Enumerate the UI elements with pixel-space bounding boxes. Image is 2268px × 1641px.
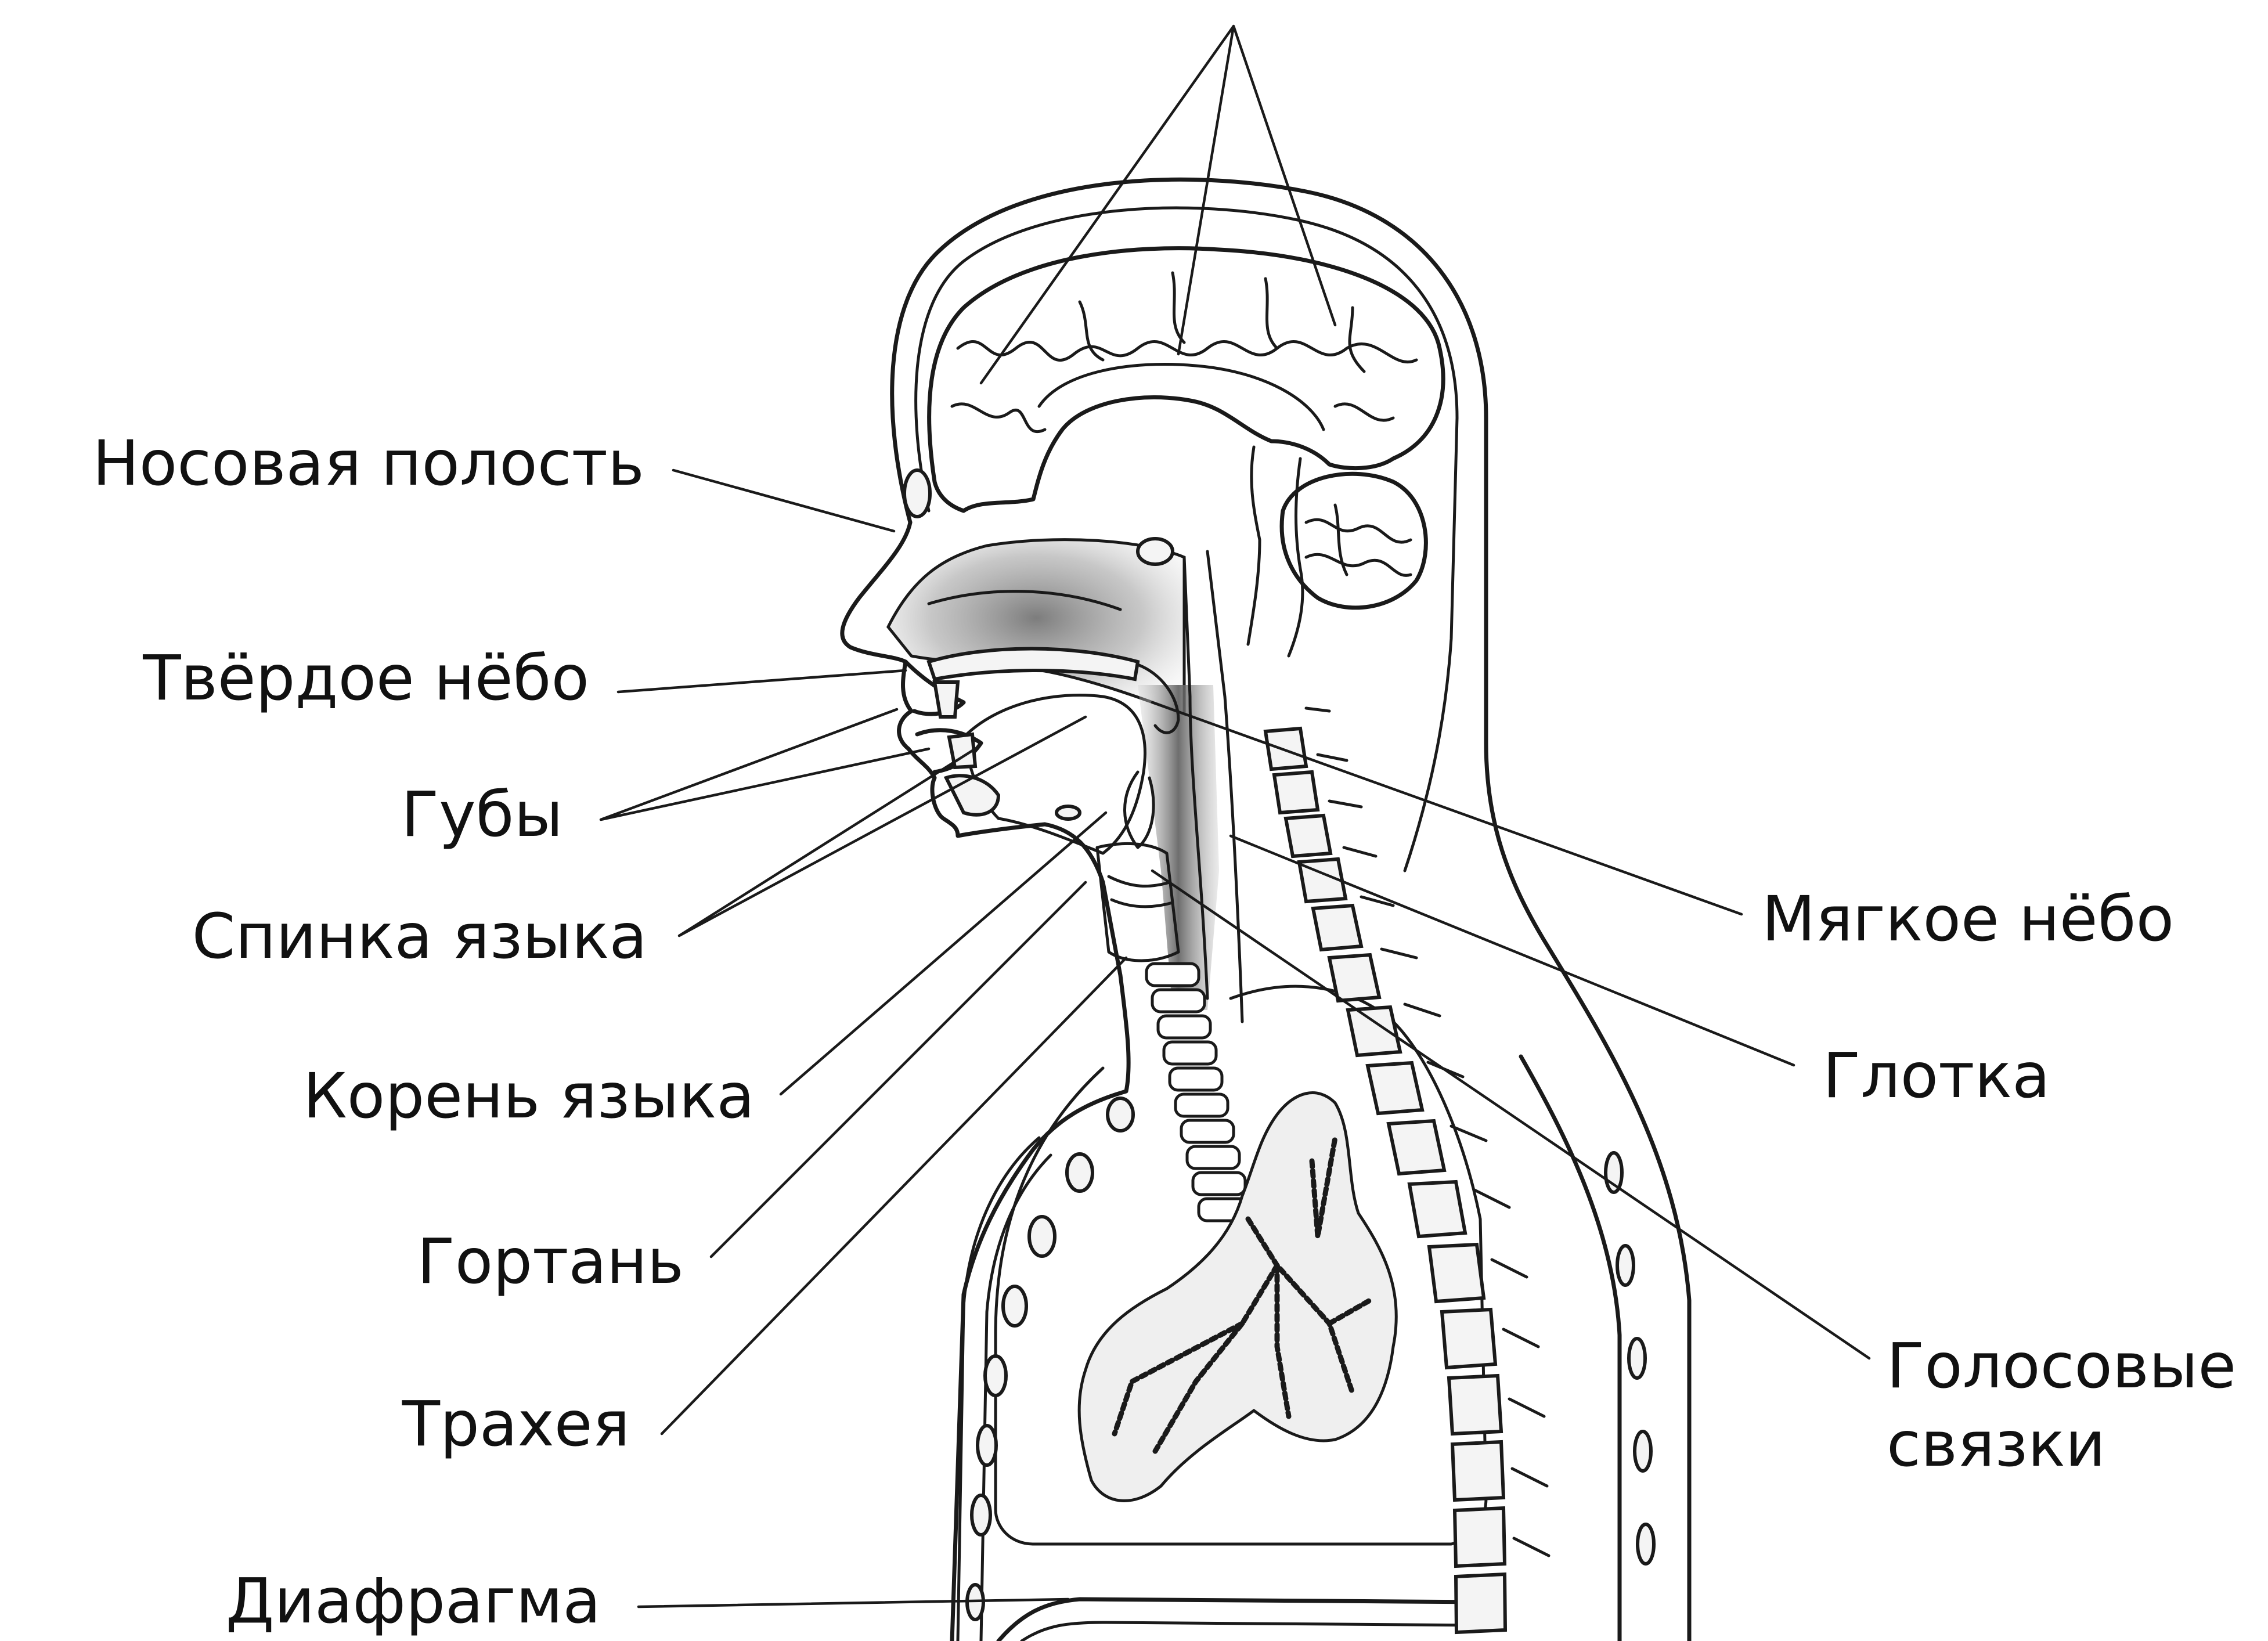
upper-tooth (935, 682, 958, 717)
trachea-ring (1170, 1068, 1222, 1090)
rib-section (1108, 1098, 1133, 1131)
trachea-ring (1158, 1016, 1210, 1038)
back-rib-section (1606, 1153, 1622, 1192)
trachea-ring (1176, 1094, 1228, 1116)
rib-section (978, 1426, 996, 1465)
brainstem (1248, 447, 1303, 656)
label-trachea: Трахея (402, 1388, 630, 1460)
vertebra (1456, 1574, 1505, 1632)
epiglottis (1125, 772, 1154, 847)
label-pharynx: Глотка (1823, 1040, 2050, 1112)
diaphragm-inner (1022, 1622, 1486, 1641)
trachea-rings (1146, 964, 1251, 1221)
vertebra (1409, 1182, 1465, 1236)
hyoid-bone (1057, 806, 1080, 819)
rib-section (972, 1495, 990, 1535)
label-vocal-cords-line1: Голосовые (1887, 1330, 2236, 1402)
vertebra (1452, 1442, 1503, 1500)
trachea-ring (1146, 964, 1199, 986)
torso-back-outline (1521, 1056, 1620, 1641)
vertebra (1429, 1245, 1484, 1301)
rib-section (1067, 1154, 1092, 1191)
label-vocal-cords-line2: связки (1887, 1409, 2105, 1481)
diaphragm-shape (998, 1599, 1486, 1641)
vertebra (1313, 906, 1361, 950)
vertebra (1329, 955, 1379, 1001)
rib-section (1029, 1217, 1055, 1256)
leader-brain (981, 26, 1335, 383)
leader-nasal-cavity (673, 470, 894, 531)
vertebra (1348, 1007, 1400, 1055)
label-nasal-cavity: Носовая полость (92, 428, 644, 500)
back-rib-section (1629, 1339, 1645, 1378)
back-rib-section (1635, 1431, 1651, 1471)
cerebrum-outline (929, 248, 1443, 511)
cerebellum-folia (1306, 505, 1411, 575)
trachea-ring (1187, 1146, 1239, 1168)
sella (1138, 539, 1173, 564)
leader-pharynx (1231, 836, 1794, 1065)
back-rib-section (1638, 1524, 1654, 1564)
label-diaphragm: Диафрагма (226, 1566, 601, 1638)
corpus-callosum (1039, 365, 1324, 430)
label-larynx: Гортань (417, 1226, 684, 1298)
vertebra (1442, 1310, 1495, 1368)
leader-hard-palate (618, 670, 906, 692)
vertebra (1265, 728, 1306, 769)
rib-section (1003, 1286, 1026, 1326)
leader-trachea (662, 958, 1126, 1434)
trachea-ring (1181, 1120, 1234, 1142)
back-rib-section (1617, 1246, 1634, 1285)
frontal-sinus (904, 470, 930, 517)
mandible (946, 776, 998, 815)
leader-diaphragm (639, 1599, 1068, 1607)
vertebra (1455, 1508, 1505, 1566)
leader-larynx (711, 882, 1086, 1257)
rib-section (985, 1356, 1006, 1395)
vertebra (1368, 1063, 1422, 1113)
label-soft-palate: Мягкое нёбо (1762, 883, 2174, 955)
label-tongue-back: Спинка языка (192, 901, 647, 973)
body-outline (842, 179, 1689, 1641)
leader-lips (601, 709, 929, 820)
leader-soft-palate (1152, 702, 1741, 914)
airways (888, 540, 1242, 1022)
label-tongue-root: Корень языка (303, 1061, 755, 1133)
trachea-ring (1193, 1173, 1245, 1195)
trachea-ring (1164, 1042, 1216, 1064)
vertebra (1389, 1121, 1444, 1174)
vertebra (1274, 772, 1318, 813)
brain-gyri (952, 273, 1416, 432)
label-hard-palate: Твёрдое нёбо (142, 643, 589, 715)
label-lips: Губы (401, 779, 563, 851)
vertebra (1286, 816, 1330, 856)
trachea-ring (1152, 990, 1205, 1012)
hard-palate-bone (929, 649, 1138, 680)
vertebra (1449, 1376, 1501, 1434)
